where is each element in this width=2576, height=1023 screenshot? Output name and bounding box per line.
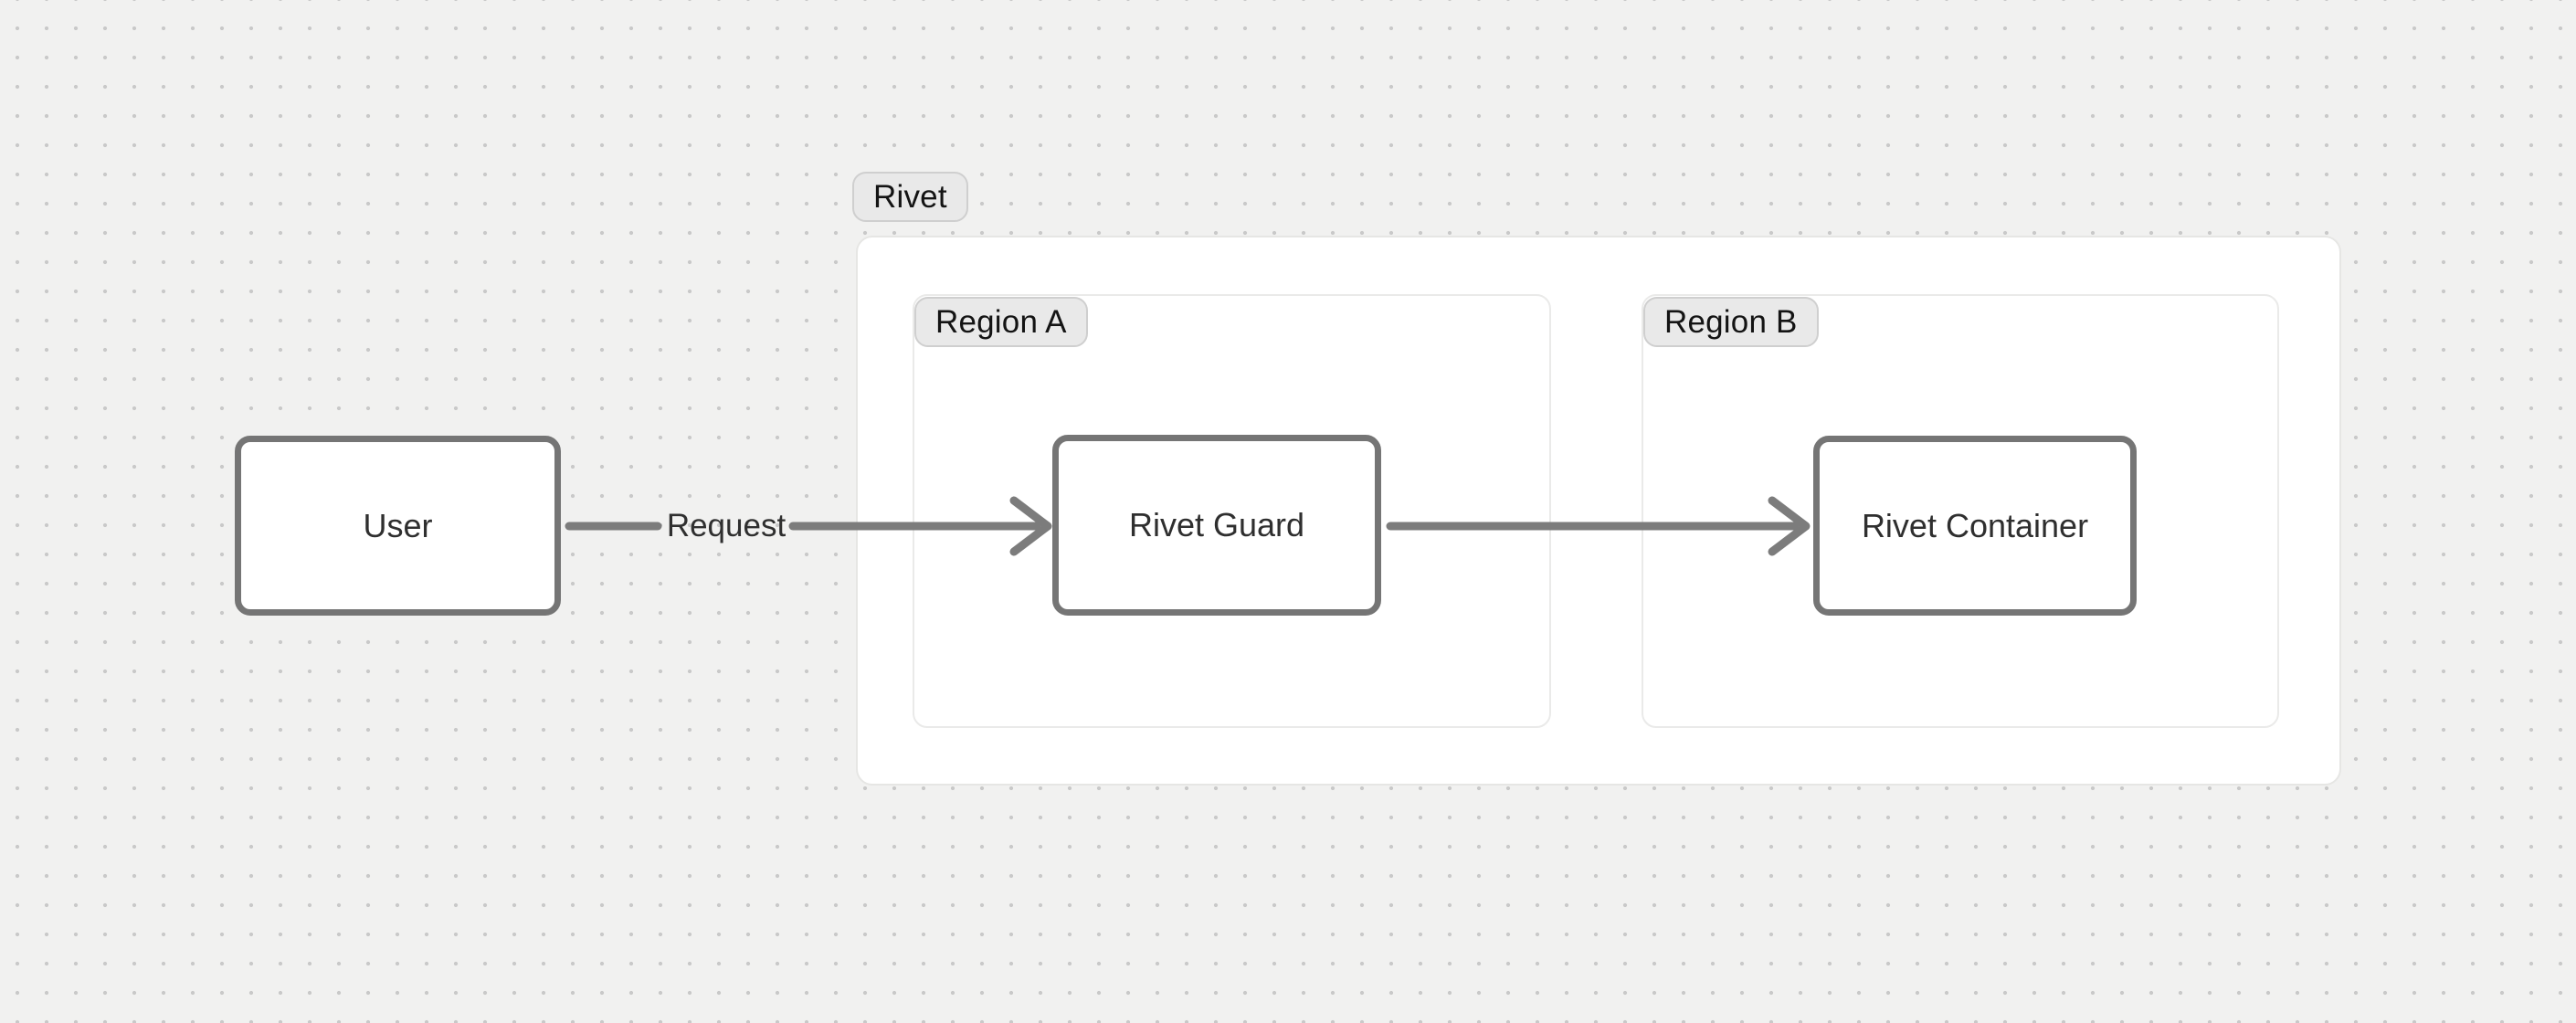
region-b-label: Region B	[1664, 303, 1798, 340]
node-user-label: User	[363, 506, 433, 544]
region-a-label: Region A	[935, 303, 1067, 340]
node-rivet-guard-label: Rivet Guard	[1128, 506, 1305, 543]
region-b-badge: Region B	[1643, 297, 1819, 347]
group-rivet-badge: Rivet	[852, 172, 968, 222]
node-rivet-container: Rivet Container	[1813, 436, 2137, 616]
edge-request-label: Request	[666, 508, 787, 543]
group-rivet-label: Rivet	[873, 178, 947, 215]
node-rivet-container-label: Rivet Container	[1861, 506, 2089, 544]
region-a-badge: Region A	[914, 297, 1088, 347]
node-user: User	[235, 436, 561, 616]
node-rivet-guard: Rivet Guard	[1052, 435, 1381, 616]
